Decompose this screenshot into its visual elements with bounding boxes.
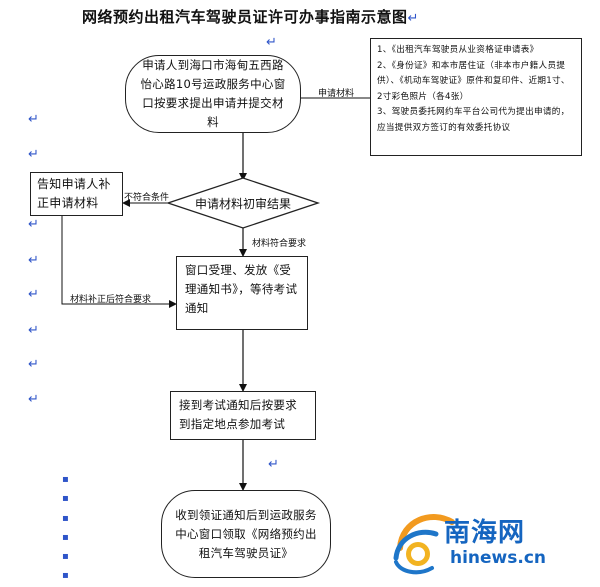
edge-label-submit-materials: 申请材料 (318, 89, 355, 99)
notify-applicant-text: 告知申请人补正申请材料 (37, 177, 111, 210)
materials-note-3: 3、驾驶员委托网约车平台公司代为提出申请的，应当提供双方签订的有效委托协议 (377, 107, 570, 133)
return-mark: ↵ (28, 147, 39, 162)
return-mark: ↵ (28, 112, 39, 127)
logo-name: 南海网 (444, 518, 526, 548)
return-mark: ↵ (28, 217, 39, 232)
accept-box: 窗口受理、发放《受理通知书》，等待考试通知 (176, 256, 308, 330)
notify-applicant-box: 告知申请人补正申请材料 (30, 172, 123, 216)
materials-note-1: 1、《出租汽车驾驶员从业资格证申请表》 (377, 45, 539, 55)
title-text: 网络预约出租汽车驾驶员证许可办事指南示意图 (82, 8, 408, 26)
hinews-logo-icon (393, 514, 455, 575)
exam-box: 接到考试通知后按要求到指定地点参加考试 (170, 391, 316, 440)
return-mark: ↵ (266, 35, 277, 50)
return-mark: ↵ (28, 392, 39, 407)
bullet-dot: ▪ (62, 570, 69, 581)
return-mark: ↵ (28, 287, 39, 302)
page-title: 网络预约出租汽车驾驶员证许可办事指南示意图↵ (82, 6, 419, 27)
start-node: 申请人到海口市海甸五西路怡心路10号运政服务中心窗口按要求提出申请并提交材料 (125, 55, 301, 133)
bullet-dot: ▪ (62, 532, 69, 543)
materials-note-2: 2、《身份证》和本市居住证（非本市户籍人员提供）、《机动车驾驶证》原件和复印件、… (377, 60, 570, 102)
bullet-dot: ▪ (62, 551, 69, 562)
connector-notify-to-accept (61, 216, 177, 308)
start-node-text: 申请人到海口市海甸五西路怡心路10号运政服务中心窗口按要求提出申请并提交材料 (140, 58, 286, 129)
end-node-text: 收到领证通知后到运政服务中心窗口领取《网络预约出租汽车驾驶员证》 (175, 507, 317, 560)
return-mark: ↵ (28, 323, 39, 338)
edge-label-corrected: 材料补正后符合要求 (70, 295, 152, 305)
edge-label-qualified: 材料符合要求 (252, 239, 307, 249)
return-mark: ↵ (407, 11, 419, 26)
return-mark: ↵ (28, 357, 39, 372)
accept-text: 窗口受理、发放《受理通知书》，等待考试通知 (185, 263, 298, 315)
return-mark: ↵ (268, 457, 279, 472)
bullet-dot: ▪ (62, 493, 69, 504)
hinews-logo: 南海网 hinews.cn (388, 502, 584, 582)
decision-diamond (165, 177, 321, 229)
logo-domain: hinews.cn (450, 548, 547, 568)
edge-label-not-qualified: 不符合条件 (124, 193, 170, 203)
decision-text: 申请材料初审结果 (194, 197, 291, 211)
bullet-dot: ▪ (62, 474, 69, 485)
bullet-dot: ▪ (62, 513, 69, 524)
return-mark: ↵ (28, 253, 39, 268)
materials-notes-box: 1、《出租汽车驾驶员从业资格证申请表》 2、《身份证》和本市居住证（非本市户籍人… (370, 38, 582, 156)
end-node: 收到领证通知后到运政服务中心窗口领取《网络预约出租汽车驾驶员证》 (161, 490, 331, 578)
exam-text: 接到考试通知后按要求到指定地点参加考试 (179, 398, 297, 431)
